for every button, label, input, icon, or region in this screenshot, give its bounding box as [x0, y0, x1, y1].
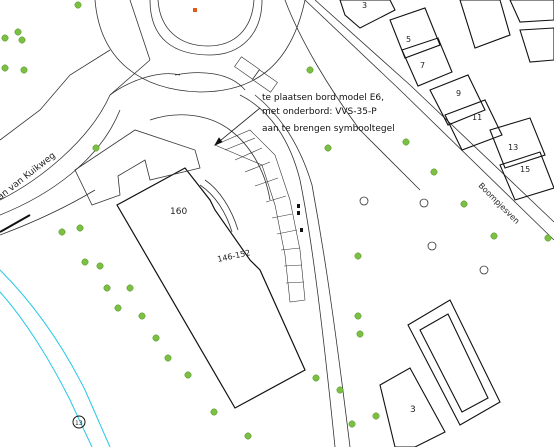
house-label-13: 13 — [508, 143, 518, 152]
house-label-9: 9 — [456, 89, 461, 98]
building-annex — [74, 129, 239, 233]
roundabout — [94, 0, 306, 93]
watercourse — [0, 269, 111, 447]
building-160 — [116, 167, 306, 409]
houses — [339, 0, 554, 447]
hatch-symbols — [297, 204, 303, 232]
house-label-5: 5 — [406, 35, 411, 44]
annotation-line-2: met onderbord: VVS-35-P — [262, 107, 377, 117]
annotation-leader — [214, 107, 261, 146]
annotation-line-3: aan te brengen symbooltegel — [262, 124, 395, 134]
house-label-15: 15 — [520, 165, 530, 174]
svg-text:13: 13 — [75, 420, 83, 427]
house-label-11: 11 — [472, 113, 482, 122]
building-label-146-152: 146-152 — [217, 248, 252, 264]
lamp-symbols — [359, 196, 489, 275]
roundabout-marker — [193, 8, 197, 12]
map-marker-13: 13 — [72, 415, 86, 429]
annotation-line-1: te plaatsen bord model E6, — [262, 93, 384, 103]
street-label-kuikweg: an van Kuikweg — [0, 151, 58, 203]
parking-spaces — [214, 56, 306, 303]
house-label-3-top: 3 — [362, 1, 367, 10]
house-label-7: 7 — [420, 61, 425, 70]
boundary-line — [0, 214, 31, 233]
trees — [1, 1, 552, 440]
street-label-boompjesven: Boompjesven — [477, 181, 522, 226]
house-label-3-bottom: 3 — [410, 405, 416, 415]
building-label-160: 160 — [170, 207, 187, 217]
